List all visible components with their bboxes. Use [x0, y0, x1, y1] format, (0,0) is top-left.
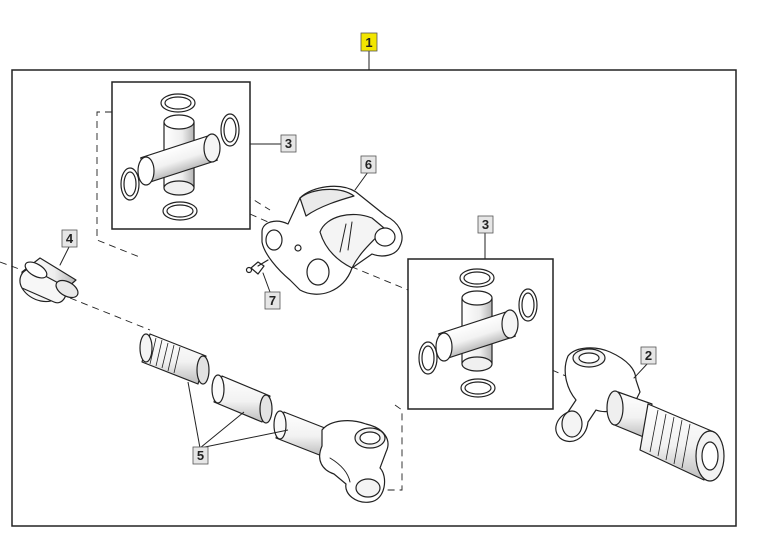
callout-5: 5 — [192, 446, 209, 465]
assembly-frame — [11, 69, 737, 527]
leader-2 — [633, 362, 649, 379]
callout-2: 2 — [640, 346, 657, 365]
callout-6: 6 — [360, 155, 377, 174]
callout-6-label: 6 — [365, 157, 372, 172]
center-coupling — [261, 185, 403, 295]
u-joint-kit-upper — [111, 81, 251, 230]
leader-7 — [262, 272, 271, 293]
leader-4 — [59, 246, 70, 266]
u-joint-kit-lower — [407, 258, 554, 410]
callout-5-label: 5 — [197, 448, 204, 463]
bushing-sleeve — [19, 257, 79, 304]
callout-7-label: 7 — [269, 293, 276, 308]
callout-1: 1 — [360, 32, 378, 52]
slip-yoke — [555, 347, 725, 482]
callout-4: 4 — [61, 229, 78, 248]
callout-3a: 3 — [280, 134, 297, 153]
callout-1-box — [360, 32, 378, 52]
grease-fitting — [245, 259, 269, 275]
callout-7: 7 — [264, 291, 281, 310]
callout-3a-label: 3 — [285, 136, 292, 151]
leader-6 — [354, 171, 369, 191]
callout-3b: 3 — [477, 215, 494, 234]
callout-2-label: 2 — [645, 348, 652, 363]
callout-3b-label: 3 — [482, 217, 489, 232]
leaders-5 — [187, 381, 289, 449]
shaft-assembly — [139, 333, 389, 503]
callout-4-label: 4 — [66, 231, 74, 246]
callout-1-label: 1 — [365, 35, 372, 50]
